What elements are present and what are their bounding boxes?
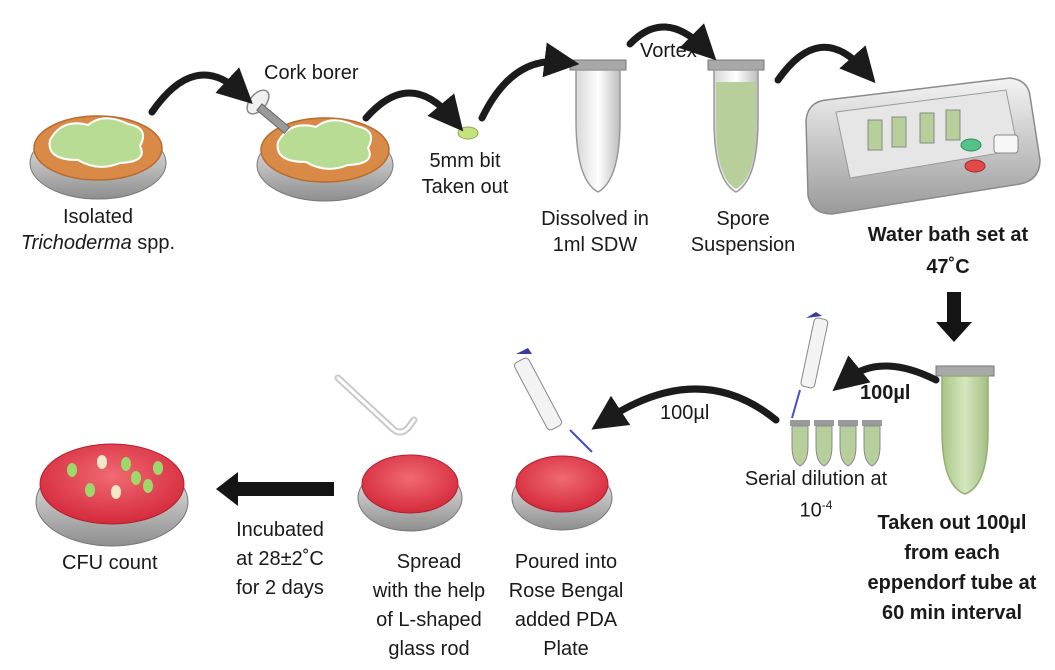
taken-out-line3: eppendorf tube at (852, 570, 1052, 596)
cfu-label: CFU count (62, 550, 158, 576)
spread-line3: of L-shaped (354, 606, 504, 635)
water-bath-line1: Water bath set at (848, 222, 1048, 248)
spread-label: Spread with the help of L-shaped glass r… (354, 548, 504, 664)
dilution-exponent: -4 (822, 498, 833, 512)
incubated-line1: Incubated (220, 516, 340, 545)
mycelial-disc-icon (458, 127, 478, 139)
l-shaped-rod-icon (338, 378, 414, 432)
incubated-line2: at 28±2˚C (220, 545, 340, 574)
arrow-1 (152, 75, 240, 112)
arrow-6 (846, 366, 936, 380)
pipette-pour-icon (513, 348, 592, 452)
isolated-spp: spp. (132, 232, 175, 254)
isolated-line1: Isolated (10, 204, 186, 230)
transfer-volume-2: 100µl (660, 400, 709, 426)
arrow-3 (482, 61, 562, 118)
transfer-volume-1: 100µl (860, 380, 910, 406)
petri-dish-cork-borer (257, 118, 393, 201)
dissolved-label: Dissolved in 1ml SDW (530, 206, 660, 258)
poured-line2: Rose Bengal (508, 577, 624, 606)
poured-line4: Plate (508, 635, 624, 664)
arrow-2 (366, 93, 452, 118)
dilution-base: 10 (800, 500, 822, 522)
vortex-label: Vortex (640, 38, 697, 64)
spore-line2: Suspension (680, 232, 806, 258)
spread-line4: glass rod (354, 635, 504, 664)
dissolved-line2: 1ml SDW (530, 232, 660, 258)
spread-line2: with the help (354, 577, 504, 606)
isolated-genus: Trichoderma (21, 232, 132, 254)
petri-dish-cfu (36, 444, 188, 546)
bit-label: 5mm bit Taken out (400, 148, 530, 200)
arrow-5 (778, 47, 864, 80)
spore-line1: Spore (680, 206, 806, 232)
spore-label: Spore Suspension (680, 206, 806, 258)
bit-line1: 5mm bit (400, 148, 530, 174)
isolated-label: Isolated Trichoderma spp. (10, 204, 186, 256)
dissolved-line1: Dissolved in (530, 206, 660, 232)
serial-dilution-line1: Serial dilution at (726, 466, 906, 492)
water-bath-line2: 47˚C (848, 254, 1048, 280)
incubated-line3: for 2 days (220, 574, 340, 603)
cork-borer-icon (243, 86, 290, 133)
petri-dish-isolated (30, 116, 166, 199)
arrow-left (216, 472, 334, 506)
taken-out-line4: 60 min interval (852, 600, 1052, 626)
pipette-icon (792, 312, 829, 418)
bit-line2: Taken out (400, 174, 530, 200)
eppendorf-tube-sdw (570, 60, 626, 192)
cork-borer-label: Cork borer (264, 60, 358, 86)
petri-dish-rose-bengal (512, 456, 612, 530)
poured-line1: Poured into (508, 548, 624, 577)
spread-line1: Spread (354, 548, 504, 577)
taken-out-line1: Taken out 100µl (852, 510, 1052, 536)
poured-label: Poured into Rose Bengal added PDA Plate (508, 548, 624, 664)
water-bath-icon (806, 78, 1040, 214)
dilution-tubes (790, 420, 882, 466)
isolated-line2: Trichoderma spp. (10, 230, 186, 256)
incubated-label: Incubated at 28±2˚C for 2 days (220, 516, 340, 603)
taken-out-line2: from each (852, 540, 1052, 566)
poured-line3: added PDA (508, 606, 624, 635)
arrow-down (936, 292, 972, 342)
water-bath-label: Water bath set at 47˚C (848, 222, 1048, 280)
eppendorf-tube-spore (708, 60, 764, 192)
petri-dish-spread (358, 455, 462, 531)
eppendorf-tube-sample (936, 366, 994, 494)
taken-out-label: Taken out 100µl from each eppendorf tube… (852, 510, 1052, 626)
